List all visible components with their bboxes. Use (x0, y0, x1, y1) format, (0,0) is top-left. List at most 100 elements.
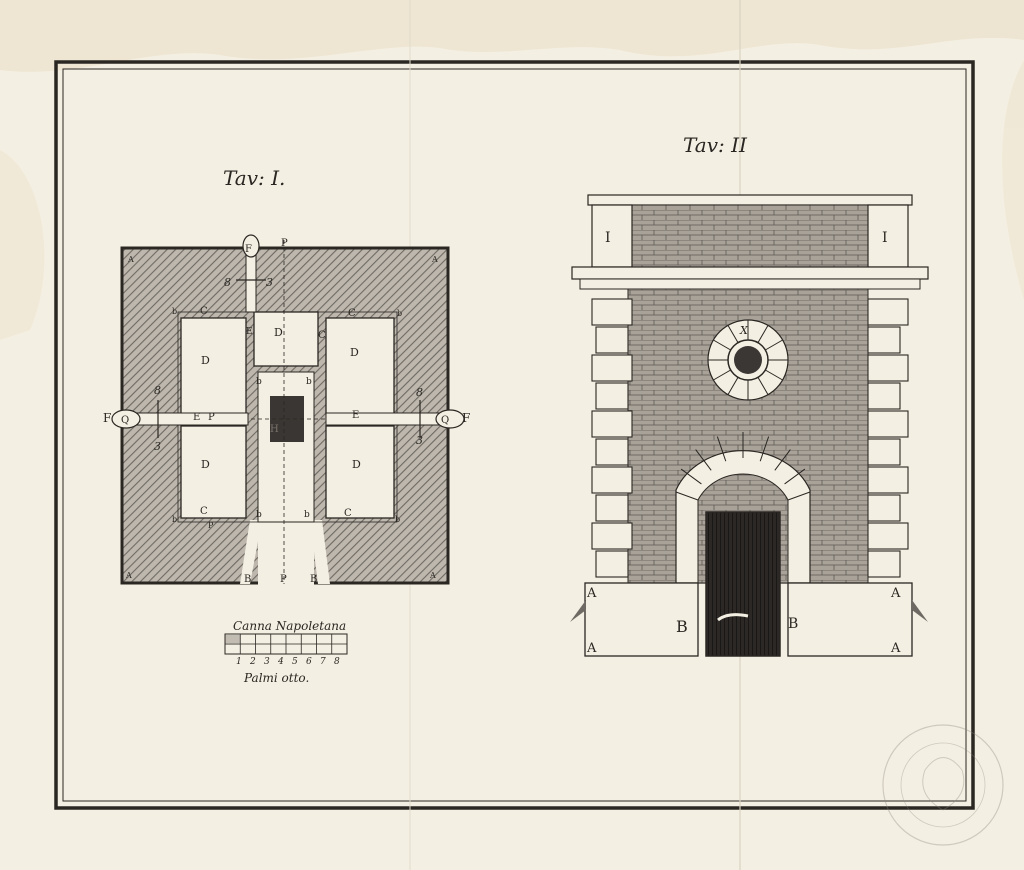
voussoir-joint (784, 468, 806, 485)
paper-stains (0, 0, 1024, 340)
svg-text:A: A (125, 571, 132, 580)
quoin-stone (867, 522, 909, 550)
inner-frame (62, 68, 967, 802)
building-elevation (570, 194, 929, 657)
quoin-stone (867, 466, 909, 494)
svg-text:b: b (172, 307, 177, 316)
svg-text:8: 8 (416, 386, 423, 399)
room-top-center (253, 311, 319, 367)
svg-text:D: D (201, 458, 210, 471)
scale-bar-title: Canna Napoletana (233, 619, 346, 633)
oculus-joint (765, 369, 783, 381)
svg-text:b: b (256, 510, 262, 520)
svg-text:3: 3 (266, 276, 273, 289)
base-left (584, 582, 699, 657)
scale-ticks (225, 634, 333, 654)
svg-text:A: A (890, 586, 901, 601)
oculus-joint (757, 325, 769, 343)
outer-frame (54, 60, 975, 810)
svg-text:P: P (281, 238, 288, 249)
oculus-joint (727, 325, 739, 343)
quoin-stone (591, 410, 633, 438)
svg-text:H: H (270, 424, 279, 435)
svg-text:5: 5 (292, 657, 298, 667)
svg-text:I: I (882, 230, 888, 246)
svg-text:8: 8 (224, 276, 231, 289)
voussoir-joint (774, 449, 791, 471)
room-top-right (325, 317, 395, 415)
svg-text:B: B (244, 574, 251, 585)
duct-end-right (435, 409, 465, 429)
svg-text:C: C (348, 308, 356, 319)
svg-text:I: I (605, 230, 611, 246)
room-bottom-right (325, 425, 395, 519)
oculus-joint (713, 339, 731, 351)
svg-text:C: C (200, 306, 208, 317)
svg-text:b: b (397, 309, 402, 318)
scale-bar-caption: Palmi otto. (243, 671, 309, 685)
voussoir-joint (695, 449, 712, 471)
elevation-title: Tav: II (683, 133, 748, 157)
svg-text:3: 3 (154, 440, 161, 453)
svg-text:4: 4 (277, 657, 284, 667)
svg-text:b: b (256, 377, 262, 387)
quoin-stone (867, 382, 901, 410)
floor-plan (111, 234, 465, 586)
quoin-stone (867, 298, 909, 326)
quoin-stone (867, 326, 901, 354)
oculus-joint (713, 369, 731, 381)
quoin-stone (595, 382, 629, 410)
quoin-stone (591, 354, 633, 382)
svg-text:E: E (193, 412, 200, 423)
oculus-window (707, 319, 789, 401)
plan-entrance (240, 520, 330, 584)
duct-end-left (111, 409, 141, 429)
quoin-stone (595, 550, 629, 578)
main-cornice (571, 266, 929, 280)
quoin-stone (595, 326, 629, 354)
door-arch (675, 432, 811, 657)
svg-text:A: A (890, 641, 901, 656)
oculus-joint (727, 377, 739, 395)
quoin-stone (591, 522, 633, 550)
svg-text:Q: Q (441, 415, 449, 426)
svg-text:3: 3 (264, 657, 270, 667)
voussoir-joint (680, 468, 702, 485)
base-right (787, 582, 913, 657)
scale-numbers: 1 2 3 4 5 6 7 8 (236, 657, 340, 667)
quoin-stone (867, 410, 909, 438)
svg-text:b: b (304, 510, 310, 520)
quoin-stone (591, 298, 633, 326)
svg-text:P: P (280, 574, 287, 585)
voussoir-joint (675, 491, 699, 501)
oculus-joint (757, 377, 769, 395)
svg-text:P: P (208, 412, 215, 423)
svg-text:B: B (310, 574, 317, 585)
voussoir-joint (716, 436, 727, 462)
svg-text:C: C (200, 506, 208, 517)
svg-text:D: D (201, 354, 210, 367)
room-bottom-left (180, 425, 247, 519)
quoin-stone (595, 494, 629, 522)
svg-text:D: D (350, 346, 359, 359)
oculus-joint (765, 339, 783, 351)
svg-text:A: A (429, 571, 436, 580)
svg-text:F: F (462, 411, 470, 425)
quoin-stone (867, 354, 909, 382)
svg-text:D: D (274, 326, 283, 339)
room-top-left (180, 317, 247, 415)
svg-text:8: 8 (154, 384, 161, 397)
quoin-stone (867, 550, 901, 578)
svg-text:b: b (306, 377, 312, 387)
quoin-stone (591, 466, 633, 494)
attic-pilaster-right (867, 204, 909, 268)
attic-cornice (587, 194, 913, 206)
svg-text:X: X (739, 324, 749, 337)
duct-end-top (242, 234, 260, 258)
svg-text:3: 3 (416, 434, 423, 447)
svg-text:b: b (172, 515, 177, 524)
central-corridor (257, 371, 315, 523)
svg-text:A: A (586, 641, 597, 656)
quoin-stone (595, 438, 629, 466)
